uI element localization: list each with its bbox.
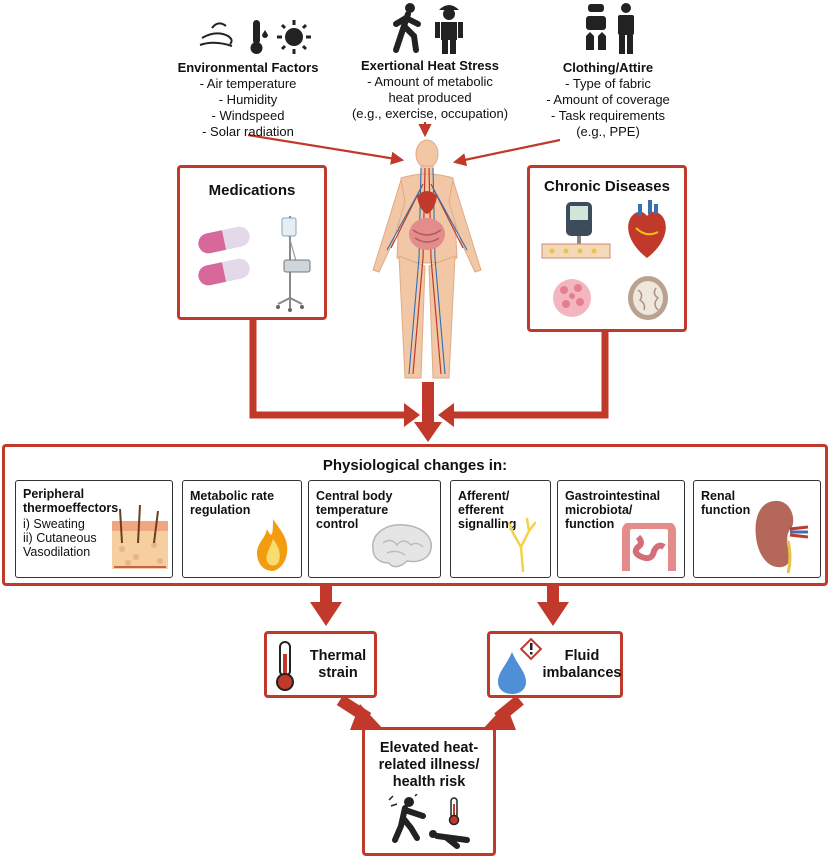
clothing-item: - Task requirements xyxy=(551,108,665,123)
physio-item-title: function xyxy=(701,503,751,517)
arrow-clothing-to-body xyxy=(452,138,561,167)
clothing-attire: Clothing/Attire - Type of fabric - Amoun… xyxy=(528,60,688,140)
arrow-medications-to-physio xyxy=(249,320,408,419)
human-body-icon xyxy=(372,139,482,379)
outcome-label-line: imbalances xyxy=(542,665,622,681)
physio-item-title: efferent xyxy=(458,503,504,517)
pill-icon xyxy=(198,226,250,286)
worker-icon xyxy=(435,5,463,54)
physio-item-title: temperature xyxy=(316,503,389,517)
ppe-gear-icon xyxy=(586,4,606,50)
arrow-chronic-to-physio xyxy=(450,330,609,419)
glucose-meter-icon xyxy=(541,202,611,259)
physio-item-title: Peripheral xyxy=(23,487,85,501)
nerve-icon xyxy=(507,517,537,573)
walking-person-icon xyxy=(393,3,421,53)
clothing-item: - Amount of coverage xyxy=(546,92,670,107)
brain-icon xyxy=(372,524,432,568)
physio-item-sub: i) Sweating xyxy=(23,517,85,531)
physio-item-gastrointestinal: Gastrointestinal microbiota/ function xyxy=(557,480,685,578)
outcome-label-line: Thermal xyxy=(309,648,367,664)
sun-icon xyxy=(277,20,311,54)
outcome-label-line: strain xyxy=(318,665,358,681)
exertional-item: - Amount of metabolic xyxy=(367,74,493,89)
person-icon xyxy=(618,3,634,54)
physio-item-title: thermoeffectors xyxy=(23,501,119,515)
medications-title: Medications xyxy=(208,182,296,199)
physio-item-metabolic: Metabolic rate regulation xyxy=(182,480,302,578)
clothing-title: Clothing/Attire xyxy=(562,60,654,75)
heart-icon xyxy=(628,200,666,258)
physio-item-title: Afferent/ xyxy=(458,489,510,503)
physiological-title: Physiological changes in: xyxy=(322,457,508,474)
wind-icon xyxy=(199,22,233,47)
environmental-factors: Environmental Factors - Air temperature … xyxy=(168,60,328,140)
physio-item-peripheral: Peripheral thermoeffectors i) Sweating i… xyxy=(15,480,173,578)
thermometer-icon xyxy=(276,641,294,691)
physio-item-title: signalling xyxy=(458,517,517,531)
environmental-title: Environmental Factors xyxy=(177,60,319,75)
brain-scan-icon xyxy=(628,276,668,320)
exertional-icons xyxy=(390,2,470,54)
physio-item-central-temp: Central body temperature control xyxy=(308,480,441,578)
environmental-icons xyxy=(198,18,313,56)
exertional-item: (e.g., exercise, occupation) xyxy=(351,106,509,121)
thermometer-icon xyxy=(250,20,268,54)
physio-item-sub: Vasodilation xyxy=(23,545,91,559)
physio-item-title: microbiota/ xyxy=(565,503,633,517)
arrow-environment-to-body xyxy=(247,133,405,165)
physio-item-afferent: Afferent/ efferent signalling xyxy=(450,480,551,578)
physio-item-title: Renal xyxy=(701,489,736,503)
collapse-person-icon xyxy=(388,794,470,849)
environmental-item: - Humidity xyxy=(218,92,278,107)
physiological-changes-box: Physiological changes in: Peripheral the… xyxy=(2,444,828,586)
final-label-line: related illness/ xyxy=(378,757,480,773)
physio-item-title: Metabolic rate xyxy=(190,489,275,503)
exertional-item: heat produced xyxy=(388,90,472,105)
flame-icon xyxy=(257,519,288,571)
outcome-label-line: Fluid xyxy=(564,648,600,664)
intestine-icon xyxy=(622,523,676,571)
cell-icon xyxy=(553,279,591,317)
environmental-item: - Windspeed xyxy=(211,108,285,123)
fluid-imbalances-box: Fluid imbalances xyxy=(487,631,623,698)
physio-item-title: Central body xyxy=(316,489,393,503)
final-label: Elevated heat- related illness/ health r… xyxy=(365,740,493,791)
physio-item-title: control xyxy=(316,517,359,531)
clothing-item: - Type of fabric xyxy=(565,76,651,91)
medications-box: Medications xyxy=(177,165,327,320)
clothing-icons xyxy=(582,2,642,56)
kidney-icon xyxy=(755,500,809,574)
physio-item-renal: Renal function xyxy=(693,480,821,578)
clothing-item: (e.g., PPE) xyxy=(576,124,640,139)
environmental-item: - Air temperature xyxy=(199,76,297,91)
final-label-line: health risk xyxy=(392,774,466,790)
chronic-diseases-title: Chronic Diseases xyxy=(544,178,670,195)
thermal-strain-label: Thermal strain xyxy=(303,648,373,682)
iv-drip-icon xyxy=(276,216,311,312)
environmental-item: - Solar radiation xyxy=(202,124,294,139)
elevated-heat-illness-box: Elevated heat- related illness/ health r… xyxy=(362,727,496,856)
exertional-title: Exertional Heat Stress xyxy=(360,58,499,73)
fluid-imbalances-label: Fluid imbalances xyxy=(542,648,622,682)
exertional-heat-stress: Exertional Heat Stress - Amount of metab… xyxy=(340,58,520,122)
physio-item-sub: ii) Cutaneous xyxy=(23,531,97,545)
water-drop-warning-icon xyxy=(498,638,543,694)
physio-item-title: function xyxy=(565,517,615,531)
physio-item-title: regulation xyxy=(190,503,251,517)
physio-item-title: Gastrointestinal xyxy=(565,489,661,503)
skin-icon xyxy=(112,504,168,569)
final-label-line: Elevated heat- xyxy=(379,740,479,756)
thermal-strain-box: Thermal strain xyxy=(264,631,377,698)
chronic-diseases-box: Chronic Diseases xyxy=(527,165,687,332)
